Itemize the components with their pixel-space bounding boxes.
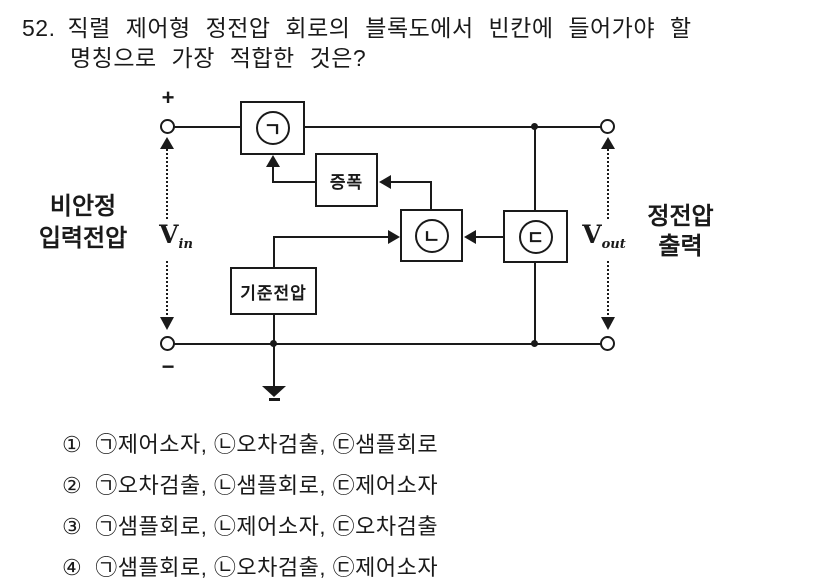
amp-to-block-a-wire-v — [272, 164, 274, 183]
vin-arrow-down-icon — [160, 317, 174, 330]
amp-to-block-a-wire-h — [272, 181, 317, 183]
vout-subscript: out — [601, 237, 626, 252]
junction-dot-bottom-left — [270, 340, 277, 347]
terminal-top-right — [600, 119, 615, 134]
junction-dot-top — [531, 123, 538, 130]
ground-wire — [273, 314, 275, 387]
circled-letter-b: ㄴ — [414, 218, 449, 253]
bottom-rail-wire — [167, 343, 608, 345]
block-c-top-riser-wire — [534, 127, 536, 211]
circled-letter-a: ㄱ — [255, 111, 290, 145]
block-b-to-amp-wire-v — [430, 181, 432, 210]
vin-arrow-up-icon — [160, 137, 174, 149]
arrow-into-block-b-left-icon — [388, 230, 400, 244]
choice-3[interactable]: ③ ㉠샘플회로, ㉡제어소자, ㉢오차검출 — [62, 509, 438, 541]
output-voltage-label-line1: 정전압 — [647, 203, 714, 230]
output-voltage-label: 정전압 출력 — [628, 202, 733, 262]
choice-4-marker: ④ — [62, 555, 83, 579]
arrow-into-block-b-right-icon — [464, 230, 476, 244]
plus-sign: + — [161, 85, 175, 110]
block-b: ㄴ — [400, 209, 463, 262]
vin-label: Vin — [150, 219, 202, 261]
terminal-bottom-right — [600, 336, 615, 351]
ref-to-block-b-wire-v — [273, 236, 275, 268]
terminal-bottom-left — [160, 336, 175, 351]
circled-letter-c: ㄷ — [518, 219, 553, 254]
choice-3-text: ㉠샘플회로, ㉡제어소자, ㉢오차검출 — [95, 514, 439, 539]
vout-symbol: V — [582, 220, 602, 249]
block-c-to-block-b-wire — [474, 236, 504, 238]
choice-1[interactable]: ① ㉠제어소자, ㉡오차검출, ㉢샘플회로 — [62, 427, 438, 459]
vout-arrow-down-icon — [601, 317, 615, 330]
choice-3-marker: ③ — [62, 514, 83, 539]
choice-4[interactable]: ④ ㉠샘플회로, ㉡오차검출, ㉢제어소자 — [62, 550, 438, 579]
choice-2[interactable]: ② ㉠오차검출, ㉡샘플회로, ㉢제어소자 — [62, 468, 438, 500]
block-amplifier: 증폭 — [315, 153, 378, 207]
block-a: ㄱ — [240, 101, 305, 155]
block-c-bottom-riser-wire — [534, 262, 536, 344]
block-reference-voltage: 기준전압 — [230, 267, 317, 315]
ref-to-block-b-wire-h — [273, 236, 390, 238]
vin-subscript: in — [178, 237, 193, 252]
input-voltage-label-line2: 입력전압 — [38, 225, 128, 252]
vout-label: Vout — [576, 219, 632, 261]
amplifier-label: 증폭 — [329, 172, 364, 192]
choice-1-text: ㉠제어소자, ㉡오차검출, ㉢샘플회로 — [95, 432, 439, 457]
minus-sign: − — [161, 354, 175, 379]
arrow-into-amp-icon — [379, 175, 391, 189]
choice-2-marker: ② — [62, 473, 83, 498]
top-rail-wire — [167, 126, 608, 128]
choice-1-marker: ① — [62, 432, 83, 457]
question-line-1: 52. 직렬 제어형 정전압 회로의 블록도에서 빈칸에 들어가야 할 — [22, 9, 692, 43]
choice-4-text: ㉠샘플회로, ㉡오차검출, ㉢제어소자 — [95, 555, 439, 579]
block-c: ㄷ — [503, 210, 568, 263]
question-number: 52. — [22, 15, 56, 41]
question-line-2: 명칭으로 가장 적합한 것은? — [70, 45, 367, 71]
input-voltage-label-line1: 비안정 — [49, 193, 117, 220]
question-text-1: 직렬 제어형 정전압 회로의 블록도에서 빈칸에 들어가야 할 — [67, 15, 692, 41]
choice-2-text: ㉠오차검출, ㉡샘플회로, ㉢제어소자 — [95, 473, 439, 498]
terminal-top-left — [160, 119, 175, 134]
output-voltage-label-line2: 출력 — [658, 233, 703, 260]
arrow-into-block-a-icon — [266, 155, 280, 167]
vin-symbol: V — [159, 220, 179, 249]
ground-bar-icon — [269, 398, 280, 401]
reference-voltage-label: 기준전압 — [240, 283, 307, 303]
block-b-to-amp-wire-h — [390, 181, 432, 183]
junction-dot-bottom-right — [531, 340, 538, 347]
ground-icon — [262, 386, 286, 397]
input-voltage-label: 비안정 입력전압 — [18, 191, 148, 255]
vout-arrow-up-icon — [601, 137, 615, 149]
